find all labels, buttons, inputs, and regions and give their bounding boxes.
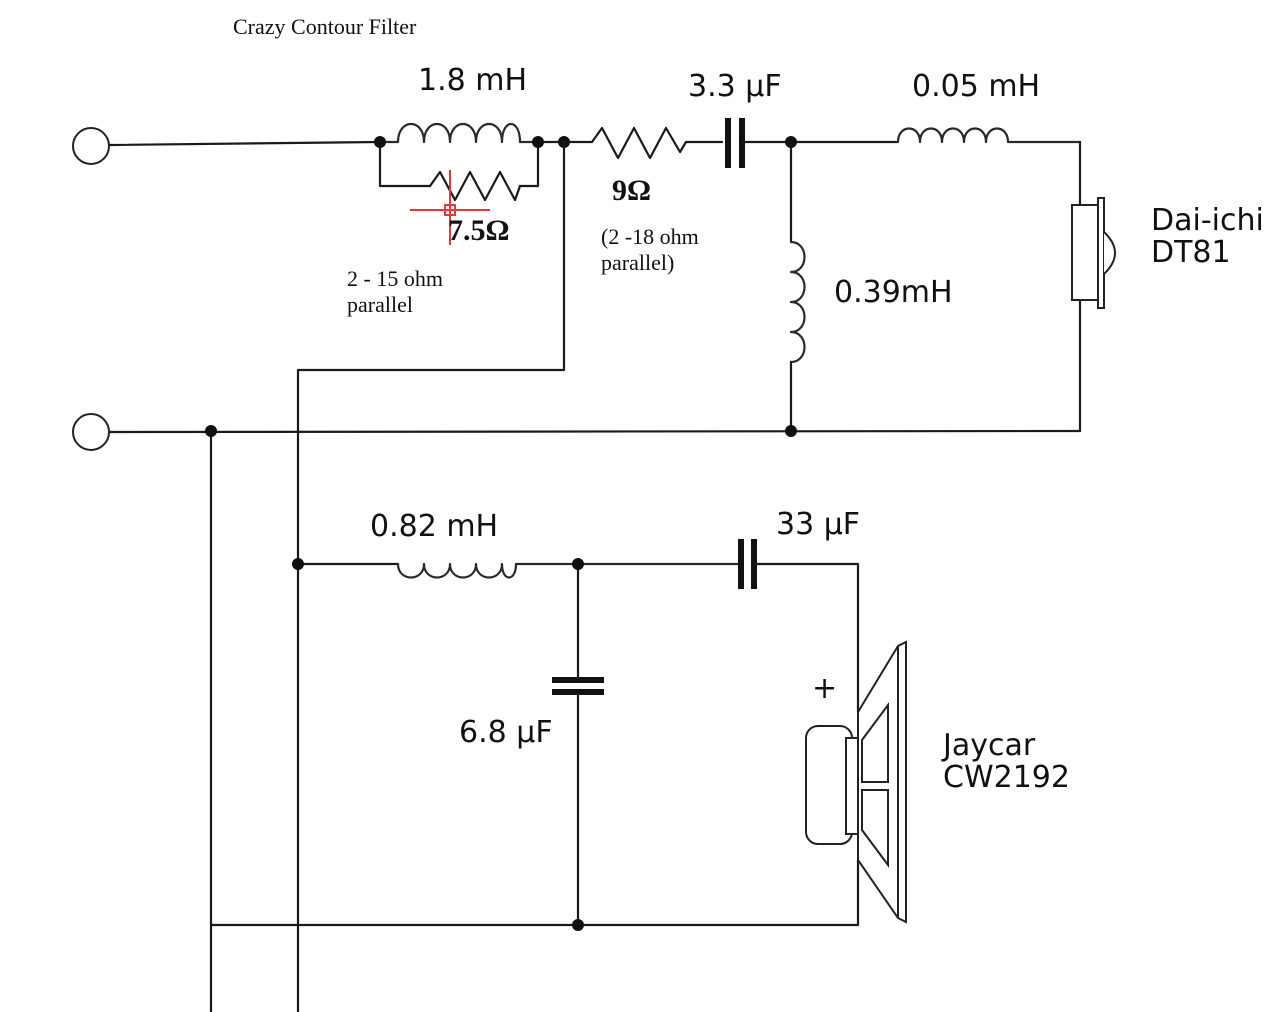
wire-feed-to-woofer (296, 140, 566, 1012)
woofer-branch (292, 539, 907, 931)
woofer-model: CW2192 (943, 759, 1070, 795)
inductor-1-8mh (378, 123, 542, 144)
input-terminal-negative[interactable] (72, 413, 110, 451)
note-line: (2 -18 ohm (601, 224, 699, 249)
note-resistor-7-5-range: 2 - 15 ohm parallel (347, 266, 443, 319)
cursor-crosshair-icon (410, 170, 490, 245)
inductor-0-39mh (789, 240, 806, 364)
wire-parallel-resistor-loop (378, 140, 540, 188)
woofer-speaker-icon (805, 640, 907, 924)
tweeter-branch (72, 118, 1116, 433)
junction-dot (785, 136, 797, 148)
label-resistor-9-ohm: 9Ω (612, 174, 652, 207)
label-inductor-0-82mh: 0.82 mH (370, 509, 499, 544)
label-tweeter-model: Dai-ichi DT81 (1151, 205, 1264, 268)
junction-dot (374, 136, 386, 148)
wire-to-woofer (752, 562, 860, 927)
junction-dot (572, 919, 584, 931)
wire-input-top (108, 140, 382, 147)
junction-dot (532, 136, 544, 148)
junction-dot (205, 425, 217, 437)
polarity-plus-marker: + (812, 671, 838, 706)
label-resistor-7-5-ohm: 7.5Ω (448, 214, 510, 247)
junction-dot (785, 425, 797, 437)
note-resistor-9-range: (2 -18 ohm parallel) (601, 224, 699, 277)
resistor-9-ohm (590, 126, 724, 160)
note-line: 2 - 15 ohm (347, 266, 443, 291)
tweeter-brand: Dai-ichi (1151, 203, 1264, 238)
junction-dot (292, 558, 304, 570)
note-line: parallel (347, 292, 413, 318)
tweeter-model: DT81 (1151, 234, 1231, 270)
label-inductor-0-05mh: 0.05 mH (912, 69, 1041, 104)
tweeter-icon (1071, 197, 1116, 309)
inductor-0-05mh (896, 127, 1082, 144)
label-capacitor-33uf: 33 µF (776, 507, 861, 542)
label-inductor-1-8mh: 1.8 mH (418, 63, 528, 98)
resistor-7-5-ohm (428, 170, 522, 202)
label-capacitor-6-8uf: 6.8 µF (459, 715, 553, 750)
label-inductor-0-39mh: 0.39mH (834, 275, 953, 310)
junction-dot (572, 558, 584, 570)
inductor-0-82mh (396, 562, 740, 579)
ground-line (72, 413, 1082, 1012)
label-woofer-model: Jaycar CW2192 (943, 730, 1070, 793)
label-capacitor-3-3uf: 3.3 µF (688, 69, 782, 104)
note-line: parallel) (601, 250, 675, 276)
input-terminal-positive[interactable] (72, 127, 110, 165)
wire-ground-top (108, 429, 1082, 434)
diagram-title: Crazy Contour Filter (233, 14, 417, 39)
woofer-brand: Jaycar (943, 728, 1036, 763)
